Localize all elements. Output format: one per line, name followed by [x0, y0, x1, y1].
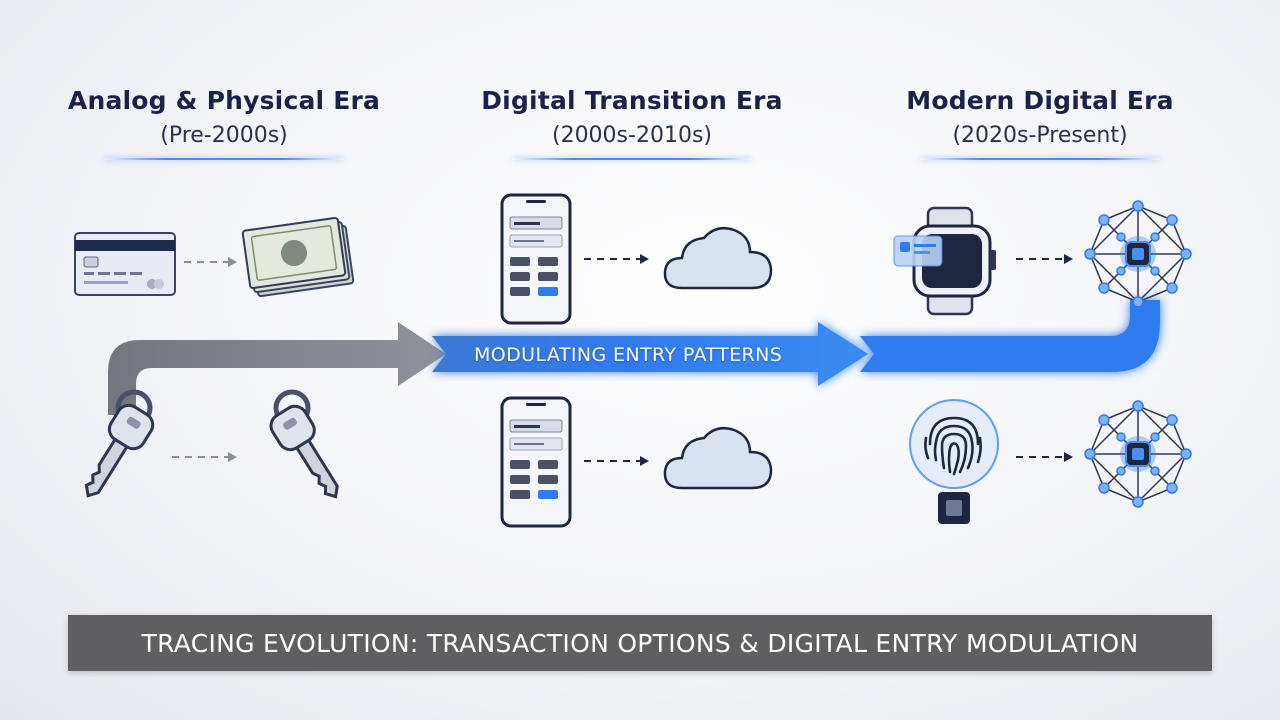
dashed-arrow-icon [184, 256, 238, 268]
dashed-arrow-icon [584, 253, 650, 265]
era-header-modern-digital: Modern Digital Era (2020s-Present) [830, 86, 1250, 160]
network-node-icon [1082, 198, 1194, 310]
era-subtitle-digital-transition: (2000s-2010s) [551, 123, 712, 148]
smartphone-icon [500, 193, 572, 325]
era-title-modern-digital: Modern Digital Era [906, 86, 1174, 115]
era-title-digital-transition: Digital Transition Era [481, 86, 783, 115]
dashed-arrow-icon [172, 451, 238, 463]
footer-banner-text: TRACING EVOLUTION: TRANSACTION OPTIONS &… [141, 628, 1139, 658]
flow-arrow-gray-segment [108, 322, 446, 415]
era-underline-modern-digital [920, 158, 1160, 160]
cloud-icon [662, 222, 774, 292]
fingerprint-scanner-icon [904, 398, 1004, 526]
era-underline-digital-transition [512, 158, 752, 160]
flow-arrow-right-segment [860, 300, 1160, 372]
era-subtitle-analog: (Pre-2000s) [160, 123, 288, 148]
era-header-analog: Analog & Physical Era (Pre-2000s) [14, 86, 434, 160]
era-header-digital-transition: Digital Transition Era (2000s-2010s) [422, 86, 842, 160]
credit-card-icon [74, 232, 176, 296]
flow-arrow-label: MODULATING ENTRY PATTERNS [474, 344, 783, 366]
key-ring-icon [72, 386, 164, 510]
dashed-arrow-icon [1016, 451, 1074, 463]
dashed-arrow-icon [1016, 253, 1074, 265]
cloud-icon [662, 422, 774, 492]
smartphone-icon [500, 396, 572, 528]
smartwatch-icon [892, 206, 1002, 316]
era-title-analog: Analog & Physical Era [67, 86, 381, 115]
single-key-icon [258, 388, 350, 512]
era-underline-analog [104, 158, 344, 160]
dashed-arrow-icon [584, 455, 650, 467]
cash-stack-icon [241, 216, 356, 298]
flow-arrow-blue-segment [432, 322, 868, 386]
footer-banner: TRACING EVOLUTION: TRANSACTION OPTIONS &… [68, 615, 1212, 671]
network-node-icon [1082, 398, 1194, 510]
era-subtitle-modern-digital: (2020s-Present) [952, 123, 1128, 148]
